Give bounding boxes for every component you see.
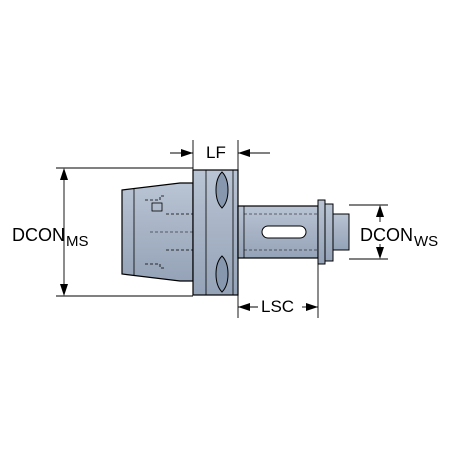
flange-slot-bottom: [215, 255, 229, 293]
dcon-ms-label-text: DCON: [12, 225, 65, 245]
collar-ring: [324, 203, 334, 262]
hidden-bore-line: [145, 195, 193, 269]
lsc-label: LSC: [261, 298, 294, 315]
flange: [192, 169, 239, 296]
sleeve-drive-slot: [261, 225, 307, 239]
dcon-ws-label: DCONWS: [360, 225, 438, 249]
taper-slot: [151, 202, 163, 212]
dcon-ws-label-text: DCON: [360, 225, 413, 245]
dcon-ms-subscript: MS: [66, 233, 89, 250]
arrowhead: [238, 303, 250, 311]
flange-slot-top: [215, 171, 229, 209]
arrowhead: [306, 303, 318, 311]
arrowhead: [238, 149, 250, 157]
dcon-ms-label: DCONMS: [12, 225, 89, 249]
lsc-label-text: LSC: [261, 297, 295, 316]
arrowhead: [60, 168, 68, 180]
arrowhead: [376, 205, 384, 217]
lf-label: LF: [206, 144, 226, 161]
arrowhead: [376, 247, 384, 259]
arrowhead: [181, 149, 193, 157]
nose-pilot: [332, 213, 350, 251]
arrowhead: [60, 284, 68, 296]
collar-ring: [317, 199, 326, 265]
dcon-ws-subscript: WS: [414, 233, 439, 250]
lf-label-text: LF: [206, 143, 226, 162]
